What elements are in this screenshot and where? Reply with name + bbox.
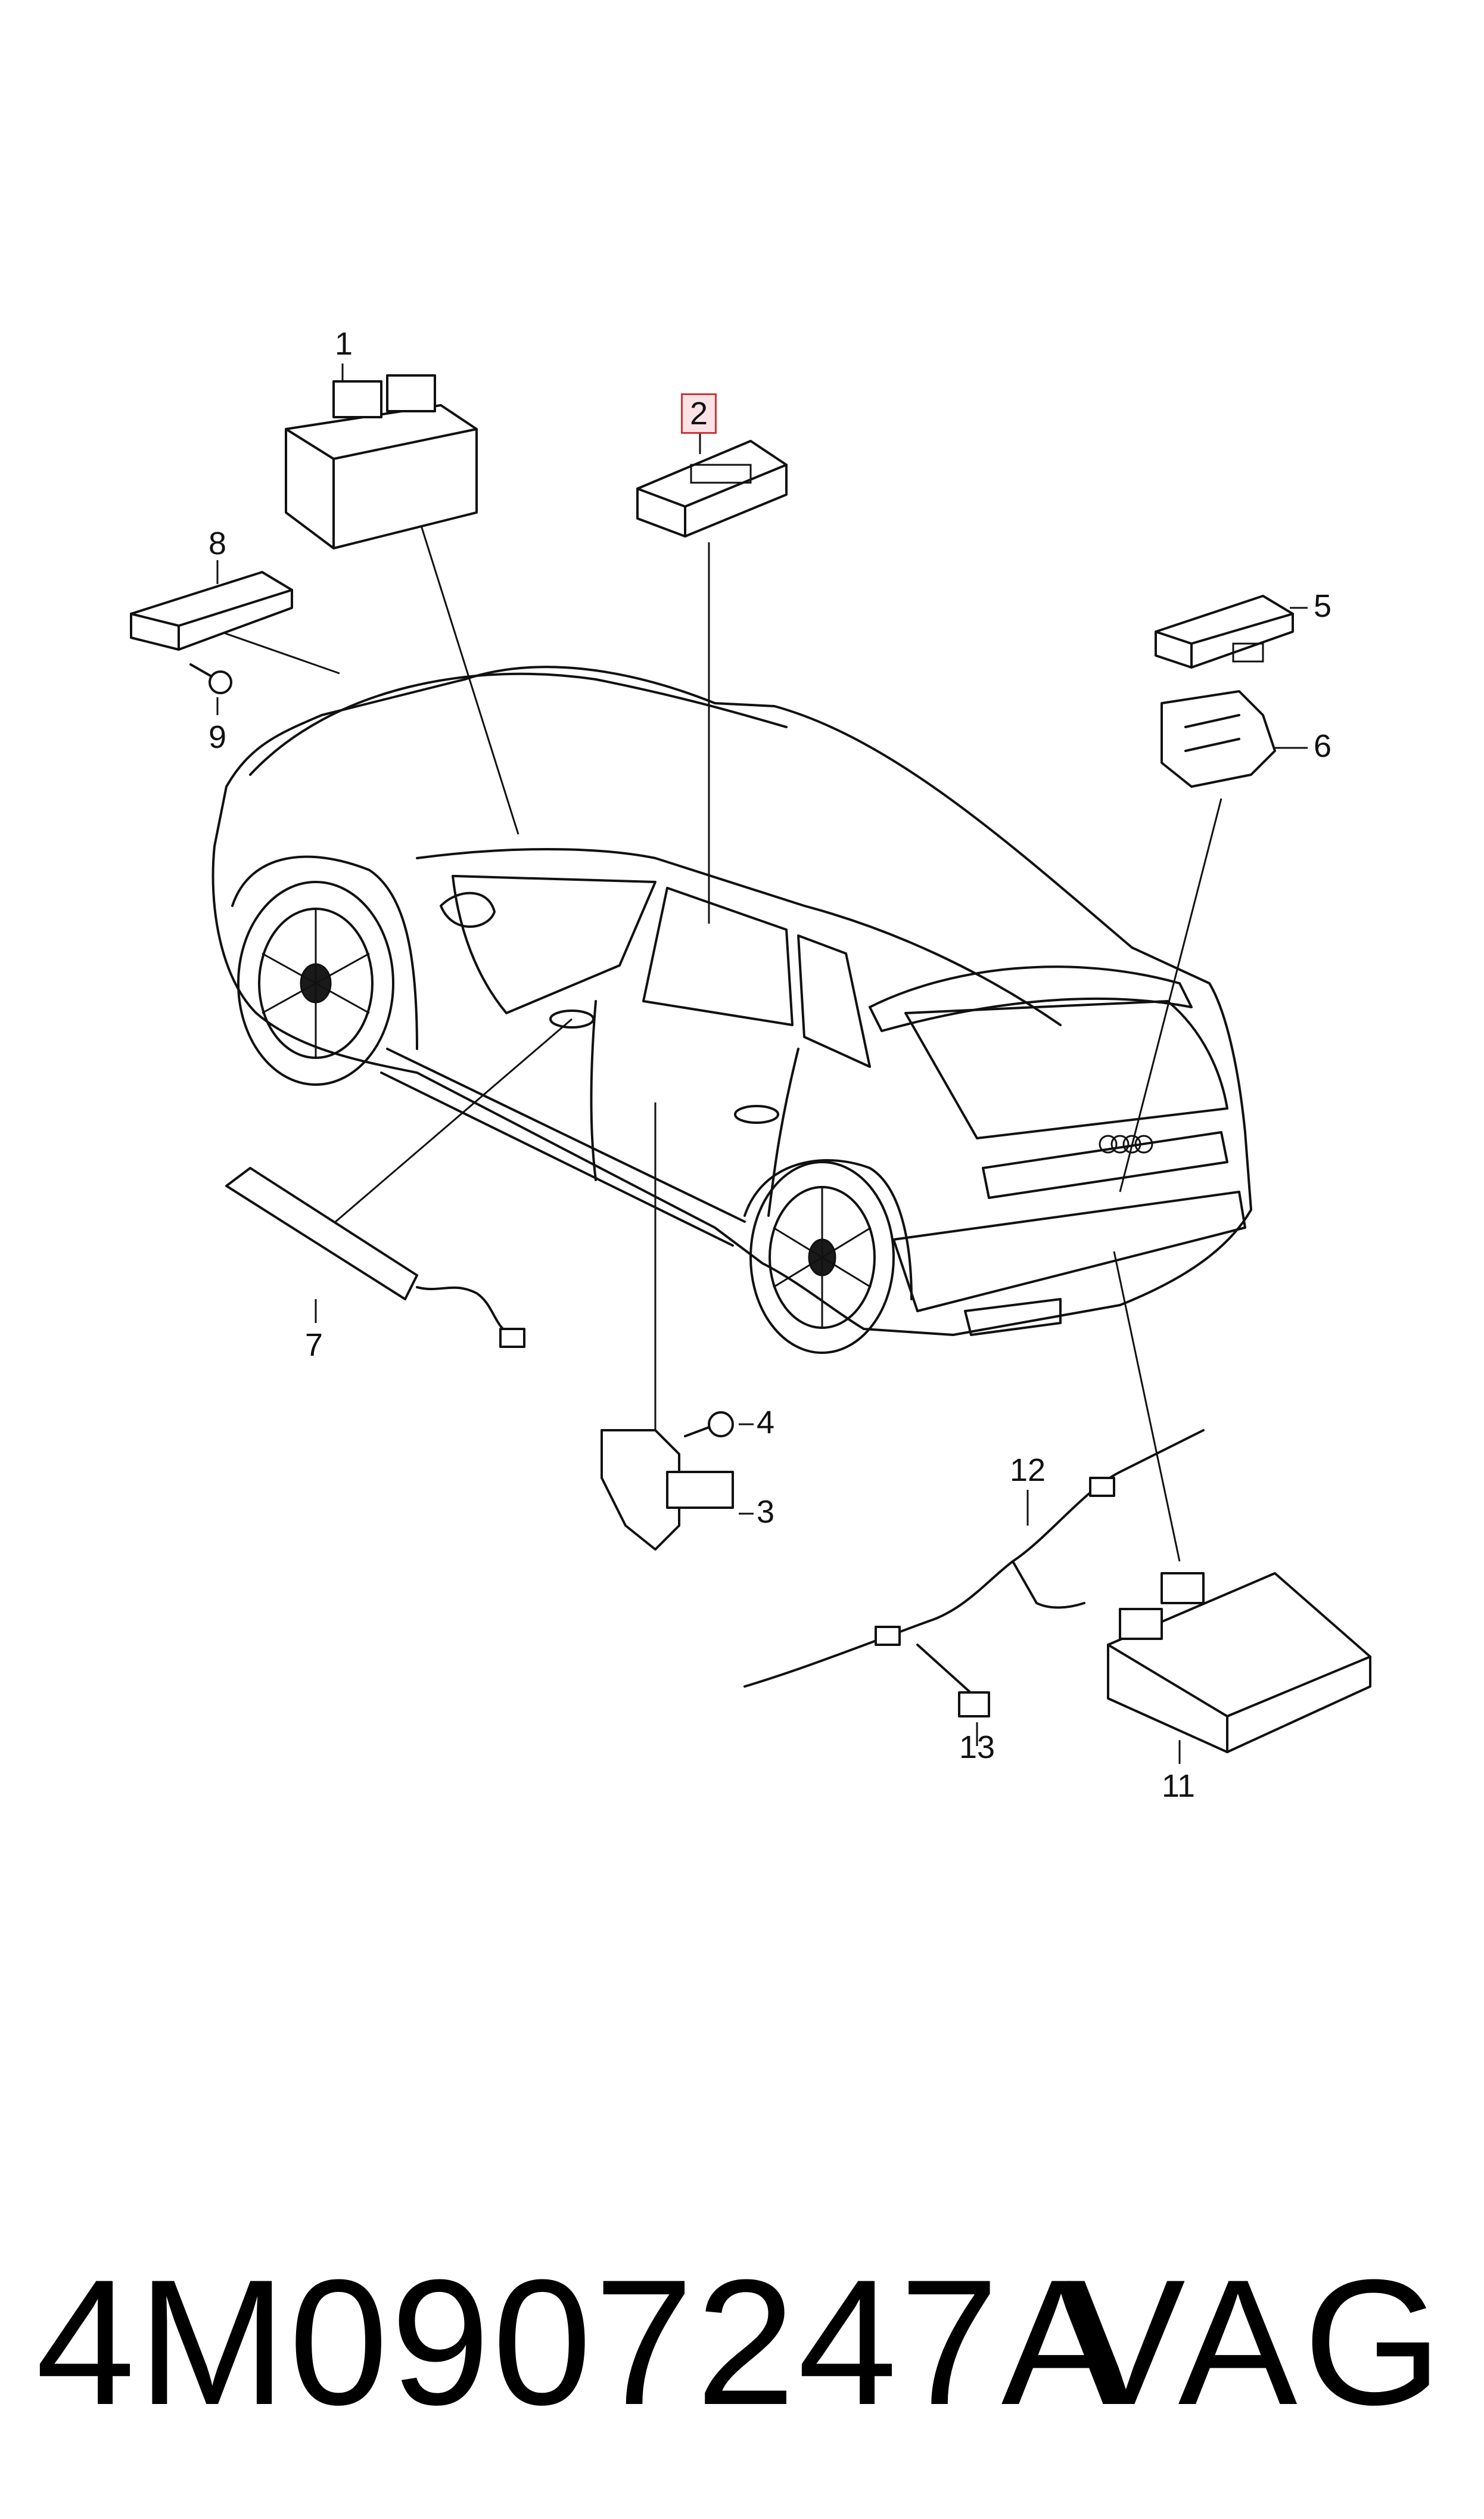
part-7-door-antenna — [225, 1167, 525, 1348]
leader-lines — [216, 364, 1308, 1764]
callout-4[interactable]: 4 — [757, 1405, 775, 1440]
callout-8[interactable]: 8 — [209, 526, 227, 561]
part-5-module — [1155, 595, 1294, 669]
brand-rings-logo — [1099, 1135, 1153, 1154]
brand-label: VAG — [1066, 2242, 1448, 2442]
part-12-cable — [743, 1429, 1205, 1688]
part-3-bracket — [601, 1429, 734, 1551]
callout-9[interactable]: 9 — [209, 719, 227, 755]
callout-12[interactable]: 12 — [1010, 1452, 1046, 1488]
callout-7[interactable]: 7 — [305, 1327, 323, 1363]
part-8-bracket — [130, 571, 293, 651]
callout-2[interactable]: 2 — [681, 393, 717, 434]
part-13-cable-tie — [916, 1644, 990, 1717]
part-11-control-unit — [1107, 1572, 1371, 1753]
part-6-holder — [1161, 690, 1276, 788]
callout-11[interactable]: 11 — [1162, 1768, 1196, 1804]
part-4-screw — [684, 1411, 734, 1437]
callout-5[interactable]: 5 — [1314, 588, 1332, 624]
part-9-bolt — [189, 663, 232, 694]
part-1-control-unit — [285, 374, 478, 549]
part-2-antenna-module — [636, 440, 788, 538]
footer: 4M0907247A VAG — [24, 2253, 1460, 2449]
callout-13[interactable]: 13 — [959, 1729, 995, 1765]
rear-wheel — [749, 1161, 895, 1354]
front-wheel — [237, 881, 394, 1086]
car-illustration — [211, 666, 1252, 1354]
parts-diagram — [130, 364, 1371, 1764]
part-number: 4M0907247A — [36, 2242, 1123, 2442]
callout-3[interactable]: 3 — [757, 1494, 775, 1530]
callout-1[interactable]: 1 — [335, 326, 353, 362]
callout-6[interactable]: 6 — [1314, 728, 1332, 764]
